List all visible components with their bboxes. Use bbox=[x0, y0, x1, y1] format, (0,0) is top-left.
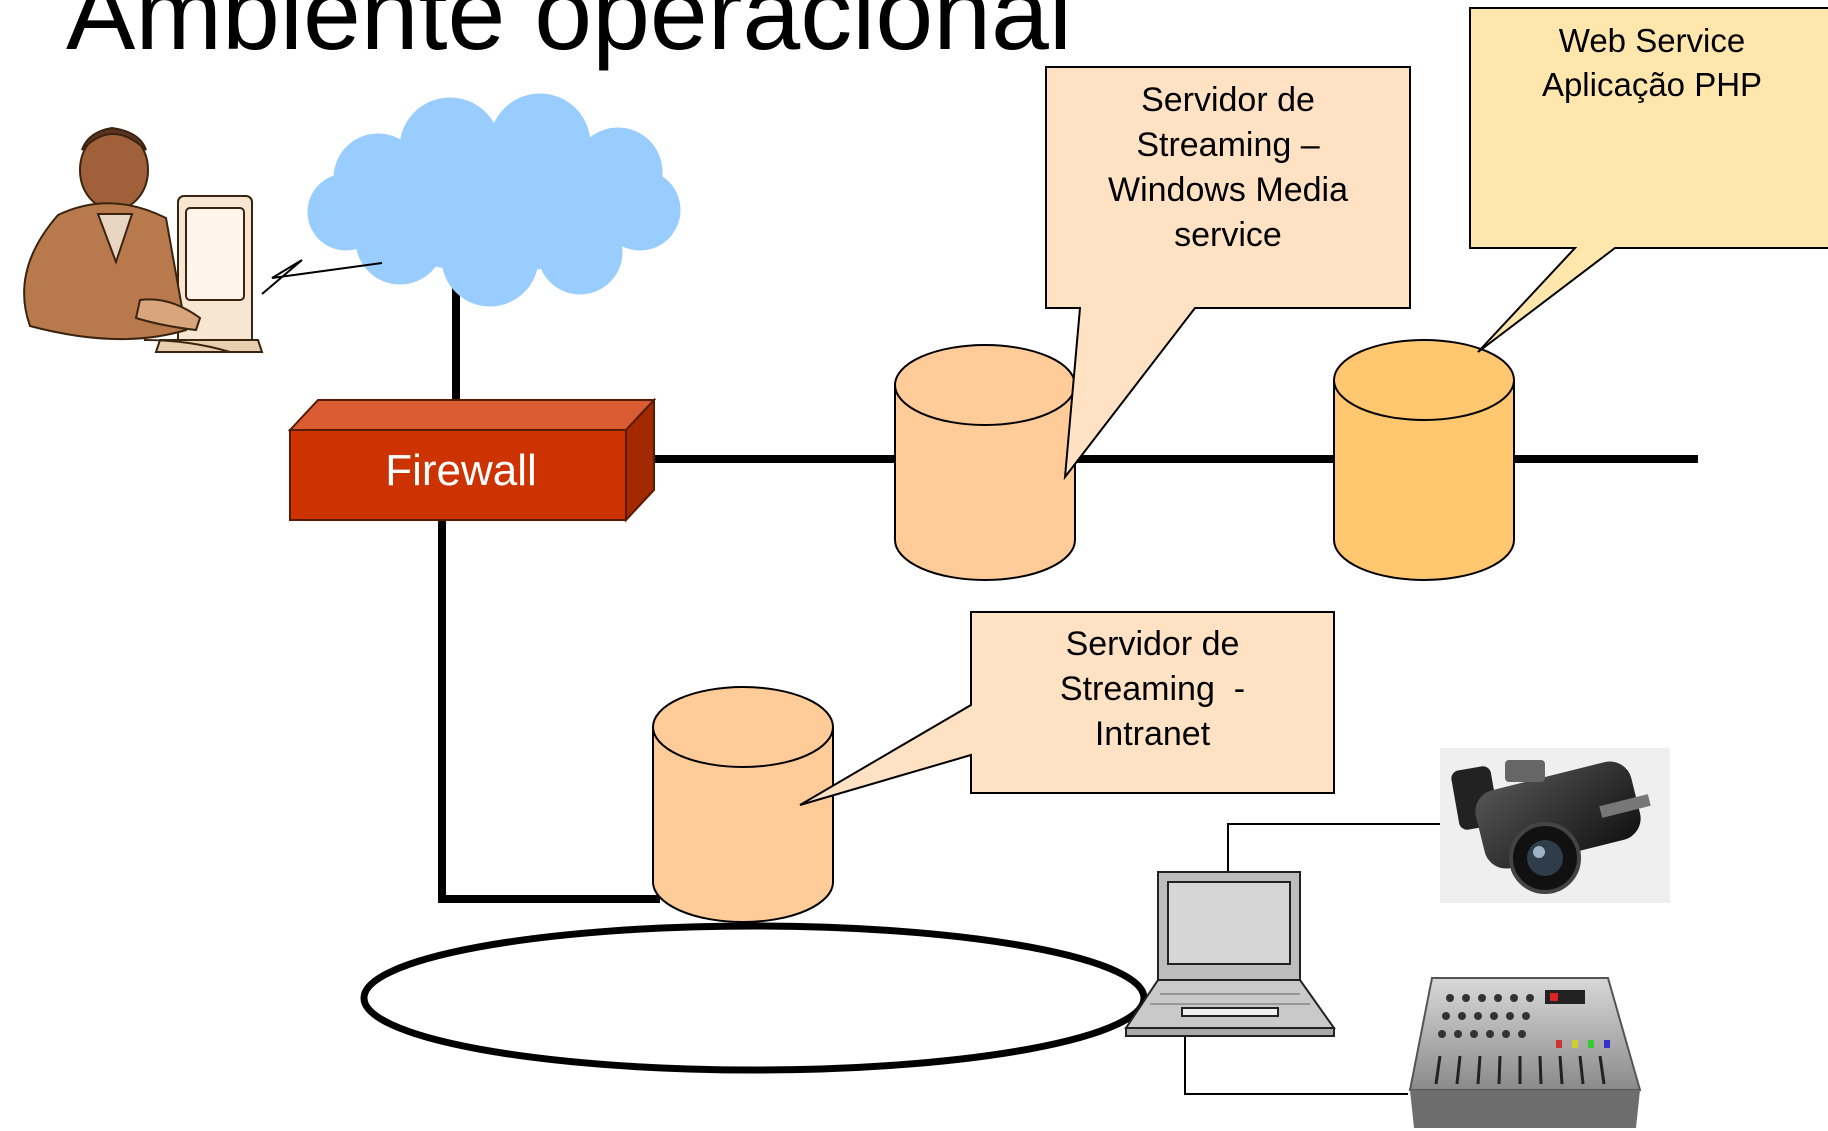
intranet-ring bbox=[360, 922, 1148, 1074]
intranet-server-cylinder bbox=[652, 686, 834, 923]
firewall-label: Firewall bbox=[385, 446, 537, 495]
callout-web-service bbox=[1469, 7, 1828, 353]
callout-line: Servidor de bbox=[1065, 625, 1240, 663]
callout-line: Web Service bbox=[1558, 22, 1746, 59]
audio-mixer-icon bbox=[1408, 977, 1642, 1128]
user-at-computer-icon bbox=[23, 126, 264, 353]
callout-line: Streaming - bbox=[1059, 669, 1246, 708]
callout-streaming-windows-media-text: Servidor de Streaming – Windows Media se… bbox=[1046, 78, 1410, 258]
callout-line: Aplicação PHP bbox=[1541, 65, 1763, 103]
callout-line: Windows Media bbox=[1108, 170, 1348, 209]
callout-line: Streaming – bbox=[1136, 125, 1320, 164]
callout-line: service bbox=[1174, 215, 1282, 254]
internet-cloud-icon bbox=[307, 93, 681, 307]
callout-streaming-intranet bbox=[799, 611, 1335, 806]
callout-web-service-text: Web Service Aplicação PHP bbox=[1470, 19, 1828, 106]
streaming-server-cylinder bbox=[894, 344, 1076, 581]
callout-line: Servidor de bbox=[1141, 81, 1315, 119]
wireless-signal-icon bbox=[261, 259, 383, 295]
firewall-box bbox=[287, 397, 657, 523]
device-wiring bbox=[1184, 823, 1440, 1095]
callout-streaming-intranet-text: Servidor de Streaming - Intranet bbox=[971, 622, 1334, 757]
web-service-server-cylinder bbox=[1333, 339, 1515, 581]
callout-line: Intranet bbox=[1094, 714, 1211, 753]
slide-title: Ambiente operacional bbox=[66, 0, 1072, 72]
video-camera-icon bbox=[1440, 748, 1670, 903]
firewall-intranet-link bbox=[438, 520, 660, 903]
callout-streaming-windows-media bbox=[1045, 66, 1411, 481]
laptop-icon bbox=[1124, 871, 1336, 1037]
network-links bbox=[438, 280, 1698, 903]
